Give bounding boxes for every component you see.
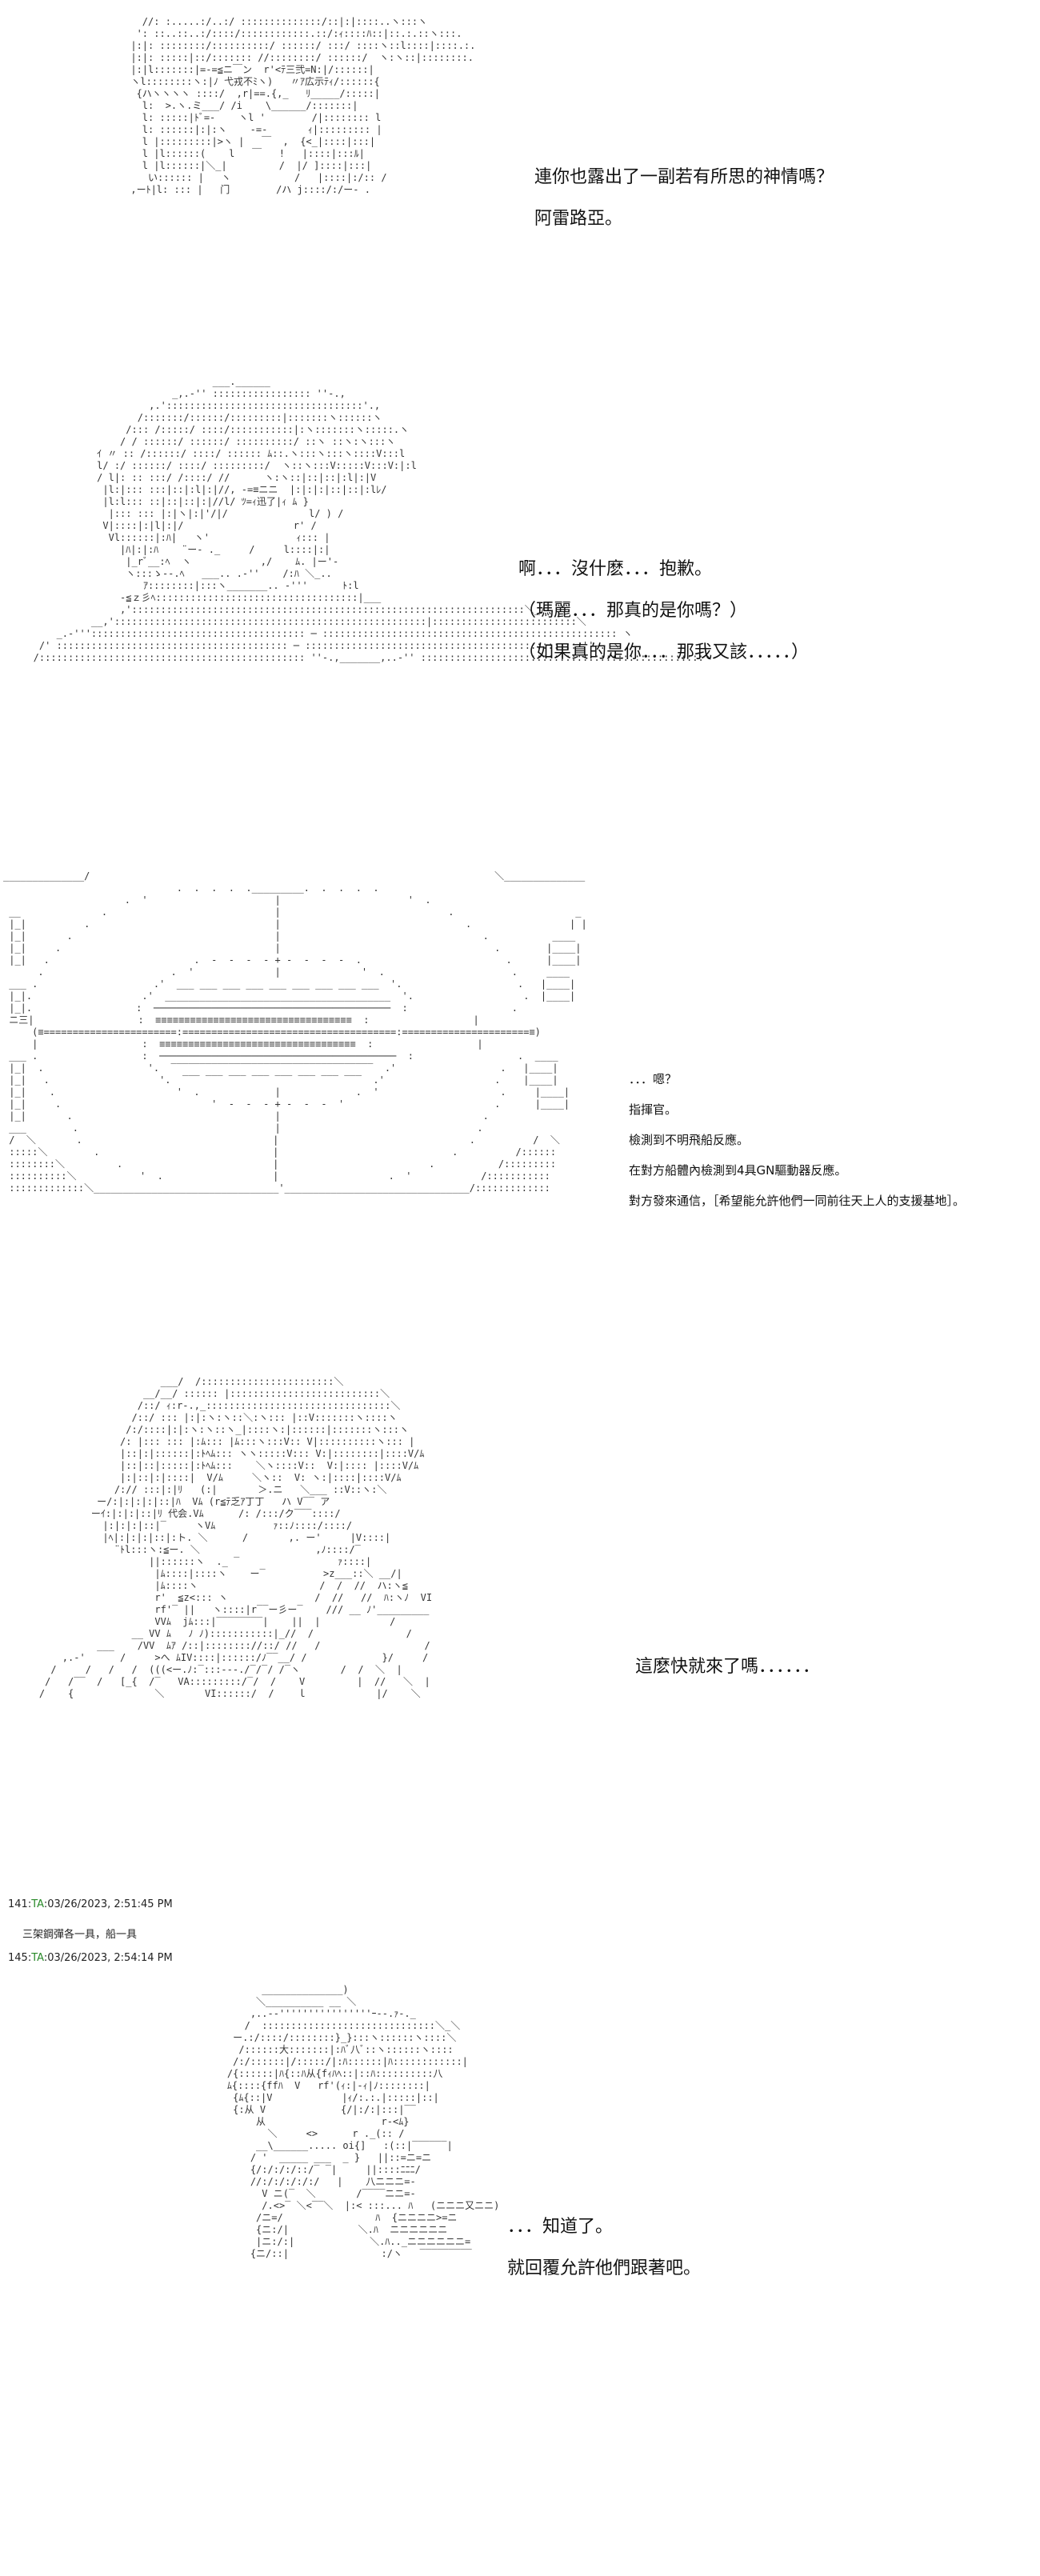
dialog-line: 就回覆允許他們跟著吧。 [507, 2258, 702, 2278]
dialog-line: 這麽快就來了嗎．．．．．． [635, 1657, 821, 1677]
ascii-art-panel-2: ___.______ _,.-'' ::::::::::::::::: ''-.… [33, 376, 714, 663]
post-number: 141 [8, 1898, 28, 1910]
post-timestamp: 03/26/2023, 2:54:14 PM [47, 1952, 173, 1964]
dialog-panel-5: ．．．知道了。 就回覆允許他們跟著吧。 [507, 2206, 701, 2290]
dialog-line: 在對方船體內檢測到4具GN驅動器反應。 [629, 1163, 847, 1178]
dialog-line: 連你也露出了一副若有所思的神情嗎？ [534, 167, 834, 187]
ascii-art-panel-1: //: :.....:/..:/ ::::::::::::::/::|:|:::… [130, 16, 476, 195]
dialog-panel-3: ．．．嗯？ 指揮官。 檢測到不明飛船反應。 在對方船體內檢測到4具GN驅動器反應… [629, 1064, 965, 1216]
dialog-line: 阿雷路亞。 [534, 209, 623, 229]
post-author[interactable]: TA [31, 1898, 44, 1910]
ascii-art-panel-4: ___/ /:::::::::::::::::::::::＼ __/__/ ::… [38, 1376, 433, 1699]
dialog-panel-4: 這麽快就來了嗎．．．．．． [635, 1646, 820, 1688]
ascii-art-panel-3: ______________/ ＼______________ . . . . … [3, 870, 587, 1194]
ascii-art-panel-5: ______________) ＼__________ __ ＼ ,..--''… [226, 1984, 500, 2259]
dialog-line: （如果真的是你．．．那我又該．．．．．） [518, 642, 810, 662]
post-timestamp: 03/26/2023, 2:51:45 PM [47, 1898, 173, 1910]
post-reply-text: 三架鋼彈各一具，船一具 [22, 1929, 138, 1941]
dialog-line: 指揮官。 [629, 1102, 678, 1117]
post-header: 145:TA:03/26/2023, 2:54:14 PM [8, 1952, 173, 1964]
dialog-line: 啊．．．沒什麽．．．抱歉。 [518, 559, 713, 579]
dialog-panel-1: 連你也露出了一副若有所思的神情嗎？ 阿雷路亞。 [534, 157, 834, 240]
dialog-line: （瑪麗．．．那真的是你嗎？） [518, 601, 748, 621]
dialog-line: 檢測到不明飛船反應。 [629, 1133, 750, 1147]
post-header: 141:TA:03/26/2023, 2:51:45 PM [8, 1898, 173, 1910]
dialog-panel-2: 啊．．．沒什麽．．．抱歉。 （瑪麗．．．那真的是你嗎？） （如果真的是你．．．那… [518, 549, 809, 674]
dialog-line: ．．．嗯？ [629, 1072, 678, 1086]
post-author[interactable]: TA [31, 1952, 44, 1964]
post-number: 145 [8, 1952, 28, 1964]
dialog-line: ．．．知道了。 [507, 2217, 614, 2237]
dialog-line: 對方發來通信，［希望能允許他們一同前往天上人的支援基地］。 [629, 1194, 966, 1208]
